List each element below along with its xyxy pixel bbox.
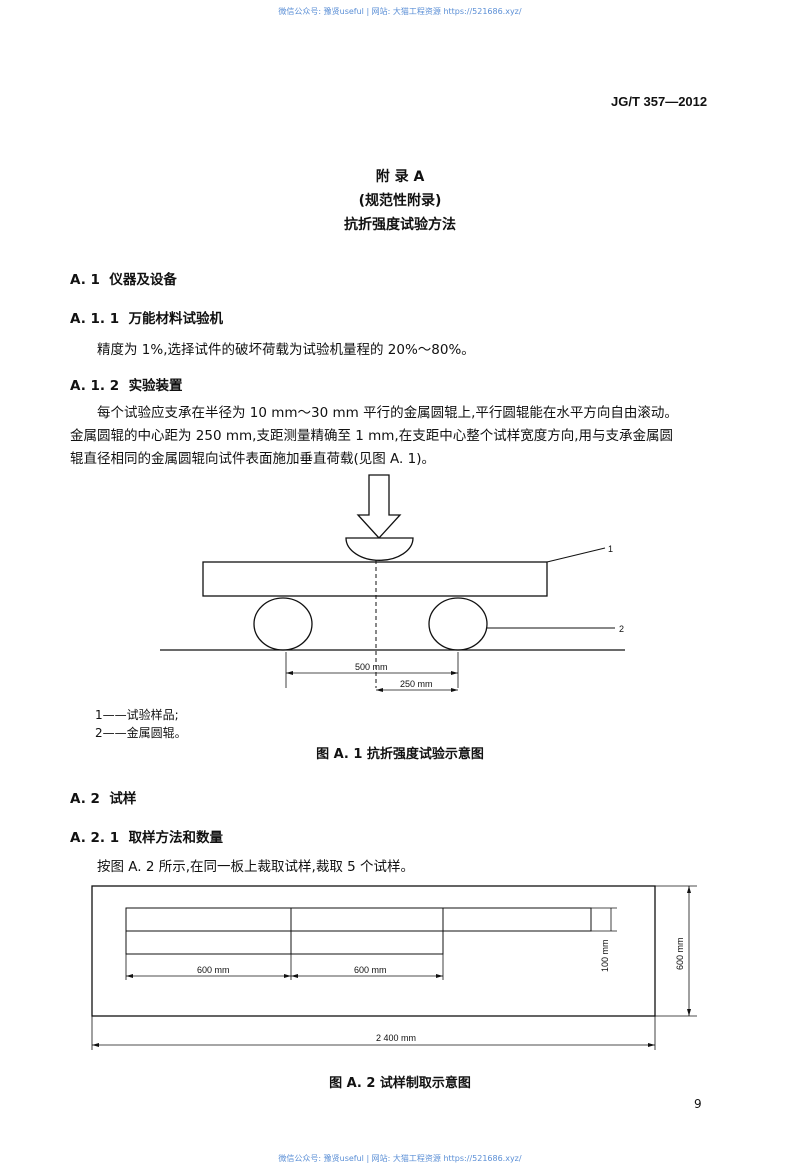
appendix-name: 抗折强度试验方法 — [344, 217, 456, 233]
section-number: A. 2 — [70, 791, 100, 807]
section-title: 仪器及设备 — [109, 272, 177, 288]
section-title: 万能材料试验机 — [128, 311, 224, 327]
dim-600-label-b: 600 mm — [354, 965, 387, 975]
section-a11-heading: A. 1. 1 万能材料试验机 — [70, 307, 223, 327]
legend-item-1: 1——试验样品; — [95, 708, 179, 722]
section-title: 实验装置 — [128, 378, 183, 394]
support-roller-left — [253, 597, 313, 651]
section-number: A. 1 — [70, 272, 100, 288]
loading-roller — [345, 537, 414, 561]
dim-250-label: 250 mm — [400, 679, 433, 689]
dim-2400-label: 2 400 mm — [376, 1033, 416, 1043]
arrowhead-icon — [451, 671, 458, 675]
arrowhead-icon — [451, 688, 458, 692]
section-title: 取样方法和数量 — [128, 830, 224, 846]
section-number: A. 1. 2 — [70, 378, 120, 394]
figure-a1-caption: 图 A. 1 抗折强度试验示意图 — [316, 747, 484, 762]
support-roller-right — [428, 597, 488, 651]
section-a21-heading: A. 2. 1 取样方法和数量 — [70, 826, 223, 846]
load-arrow-icon — [356, 474, 402, 539]
test-specimen — [202, 561, 548, 597]
dim-100-label: 100 mm — [600, 939, 610, 972]
label-1: 1 — [608, 544, 613, 554]
section-a12-heading: A. 1. 2 实验装置 — [70, 374, 183, 394]
section-a12-line3: 辊直径相同的金属圆辊向试件表面施加垂直荷载(见图 A. 1)。 — [70, 451, 435, 467]
appendix-title: 附 录 A — [375, 169, 425, 185]
section-a12-line1: 每个试验应支承在半径为 10 mm～30 mm 平行的金属圆辊上,平行圆辊能在水… — [97, 405, 678, 421]
arrowhead-icon — [92, 1043, 99, 1047]
arrowhead-icon — [687, 1009, 691, 1016]
section-a1-heading: A. 1 仪器及设备 — [70, 268, 177, 288]
section-number: A. 1. 1 — [70, 311, 120, 327]
specimen-strip-bottom — [125, 930, 444, 955]
arrowhead-icon — [284, 974, 291, 978]
arrowhead-icon — [687, 886, 691, 893]
dim-600-label-a: 600 mm — [197, 965, 230, 975]
leader-line-1 — [546, 547, 606, 563]
arrowhead-icon — [376, 688, 383, 692]
appendix-type: (规范性附录) — [358, 193, 442, 209]
section-a11-text: 精度为 1%,选择试件的破坏荷载为试验机量程的 20%～80%。 — [97, 342, 475, 358]
page-number: 9 — [694, 1097, 702, 1111]
arrowhead-icon — [286, 671, 293, 675]
section-a2-heading: A. 2 试样 — [70, 787, 136, 807]
section-a12-line2: 金属圆辊的中心距为 250 mm,支距测量精确至 1 mm,在支距中心整个试样宽… — [70, 428, 673, 444]
arrowhead-icon — [648, 1043, 655, 1047]
arrowhead-icon — [436, 974, 443, 978]
watermark-top: 微信公众号: 豫贤useful | 网站: 大猫工程资源 https://521… — [278, 7, 522, 16]
figure-a2-diagram: 600 mm 600 mm 100 mm 600 mm 2 400 mm — [91, 885, 697, 1050]
dim-500-label: 500 mm — [355, 662, 388, 672]
arrowhead-icon — [126, 974, 133, 978]
watermark-bottom: 微信公众号: 豫贤useful | 网站: 大猫工程资源 https://521… — [278, 1154, 522, 1163]
section-number: A. 2. 1 — [70, 830, 120, 846]
dim-600-vertical-label: 600 mm — [675, 937, 685, 970]
section-a21-text: 按图 A. 2 所示,在同一板上裁取试样,裁取 5 个试样。 — [97, 859, 415, 875]
figure-a2-caption: 图 A. 2 试样制取示意图 — [329, 1076, 471, 1091]
section-title: 试样 — [109, 791, 137, 807]
figure-a1-diagram: 1 2 500 mm 250 mm — [160, 474, 625, 692]
arrowhead-icon — [291, 974, 298, 978]
specimen-strip-top — [125, 907, 592, 932]
label-2: 2 — [619, 624, 624, 634]
legend-item-2: 2——金属圆辊。 — [95, 726, 187, 740]
standard-number: JG/T 357—2012 — [611, 94, 708, 109]
